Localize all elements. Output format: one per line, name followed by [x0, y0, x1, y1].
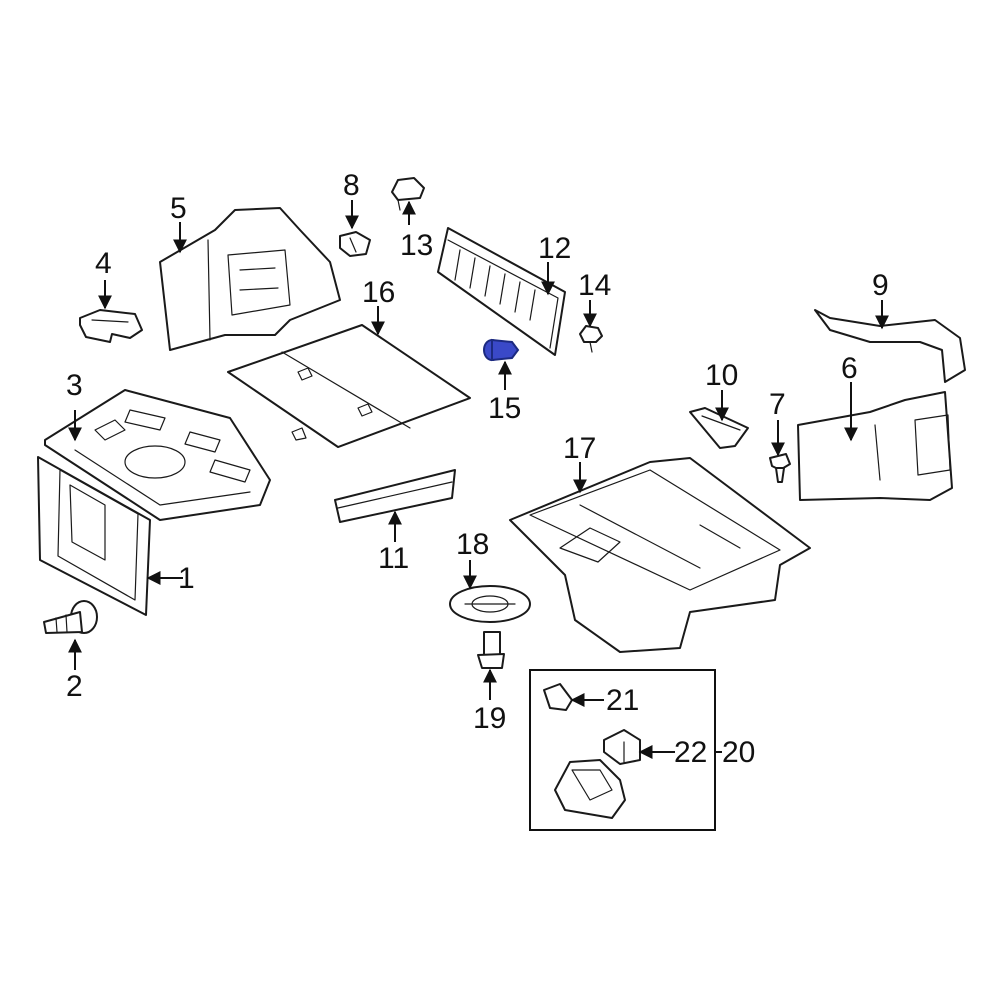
part-13-bumper-stop[interactable] — [391, 177, 425, 211]
part-4-latch-bracket[interactable] — [79, 309, 143, 343]
part-1-partition-panel[interactable] — [37, 456, 151, 616]
callout-4: 4 — [95, 247, 112, 280]
callout-5: 5 — [170, 192, 187, 225]
part-8-retainer[interactable] — [339, 231, 371, 257]
callout-17: 17 — [563, 432, 596, 465]
part-19-bolt[interactable] — [477, 631, 505, 669]
callout-18: 18 — [456, 528, 489, 561]
callout-9: 9 — [872, 269, 889, 302]
callout-6: 6 — [841, 352, 858, 385]
part-21-clip[interactable] — [543, 683, 573, 711]
callout-2: 2 — [66, 670, 83, 703]
callout-labels: 1 2 3 4 5 6 7 8 9 10 11 12 13 14 15 16 1… — [66, 169, 889, 769]
part-17-storage-tray[interactable] — [509, 457, 811, 653]
part-2-push-clip[interactable] — [43, 600, 98, 634]
callout-20: 20 — [722, 736, 755, 769]
part-14-clip[interactable] — [579, 325, 603, 353]
part-11-trim-strip[interactable] — [334, 469, 456, 523]
part-15-clip-highlighted[interactable] — [483, 338, 520, 362]
callout-11: 11 — [378, 542, 409, 575]
callout-1: 1 — [178, 562, 195, 595]
callout-10: 10 — [705, 359, 738, 392]
callout-12: 12 — [538, 232, 571, 265]
callout-19: 19 — [473, 702, 506, 735]
part-6-right-side-trim[interactable] — [797, 391, 953, 501]
part-20-tray[interactable] — [554, 759, 626, 819]
part-7-push-retainer[interactable] — [769, 453, 791, 483]
callout-8: 8 — [343, 169, 360, 202]
part-12-trim-panel[interactable] — [437, 227, 566, 356]
callout-22: 22 — [674, 736, 707, 769]
callout-21: 21 — [606, 684, 639, 717]
callout-16: 16 — [362, 276, 395, 309]
part-10-hook[interactable] — [689, 407, 749, 449]
callout-14: 14 — [578, 269, 611, 302]
callout-15: 15 — [488, 392, 521, 425]
part-18-hold-down-cover[interactable] — [449, 585, 531, 623]
callout-3: 3 — [66, 369, 83, 402]
leader-lines — [68, 200, 889, 759]
part-9-trim-strip[interactable] — [814, 309, 966, 383]
part-5-left-side-trim[interactable] — [159, 207, 341, 351]
part-16-floor-board[interactable] — [227, 324, 471, 448]
part-20-group-box — [529, 669, 716, 831]
part-3-package-tray[interactable] — [44, 389, 271, 521]
callout-13: 13 — [400, 229, 433, 262]
part-22-clip[interactable] — [603, 729, 641, 765]
callout-7: 7 — [769, 388, 786, 421]
